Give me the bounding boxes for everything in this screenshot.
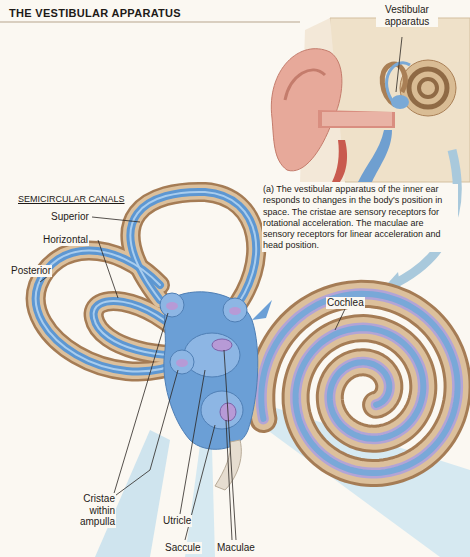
section-heading: SEMICIRCULAR CANALS <box>17 194 126 204</box>
part-label-holder: Maculae <box>216 542 256 554</box>
part-label-holder: Saccule <box>164 542 202 554</box>
part-label: Cristae within ampulla <box>60 493 116 528</box>
part-label-holder: Cochlea <box>326 297 365 309</box>
part-label: Saccule <box>164 542 202 554</box>
leader-line <box>40 217 345 540</box>
caption-text: (a) The vestibular apparatus of the inne… <box>262 184 458 252</box>
part-label: Posterior <box>10 265 52 277</box>
caption-text-holder: (a) The vestibular apparatus of the inne… <box>262 184 458 252</box>
vestibule <box>160 292 272 490</box>
ear-inset <box>271 18 470 182</box>
pointer-wedge <box>185 445 215 557</box>
section-heading-holder: SEMICIRCULAR CANALS <box>17 194 126 204</box>
part-label: Superior <box>50 211 90 223</box>
part-label-holder: Horizontal <box>42 234 89 246</box>
title-rule <box>0 22 300 23</box>
diagram-title-holder: THE VESTIBULAR APPARATUS <box>8 7 182 20</box>
part-label: Cochlea <box>326 297 365 309</box>
part-label: Horizontal <box>42 234 89 246</box>
part-label: Maculae <box>216 542 256 554</box>
part-label-holder: Vestibular apparatus <box>376 4 438 27</box>
cochlea-spiral <box>261 294 457 473</box>
part-label: Vestibular apparatus <box>376 4 438 27</box>
semicircular-canals <box>36 192 257 372</box>
part-label: Utricle <box>162 515 192 527</box>
part-label-holder: Posterior <box>10 265 52 277</box>
part-label-holder: Utricle <box>162 515 192 527</box>
part-label-holder: Superior <box>50 211 90 223</box>
part-label-holder: Cristae within ampulla <box>60 493 116 528</box>
diagram-title: THE VESTIBULAR APPARATUS <box>8 7 182 20</box>
leader-line <box>396 37 402 92</box>
